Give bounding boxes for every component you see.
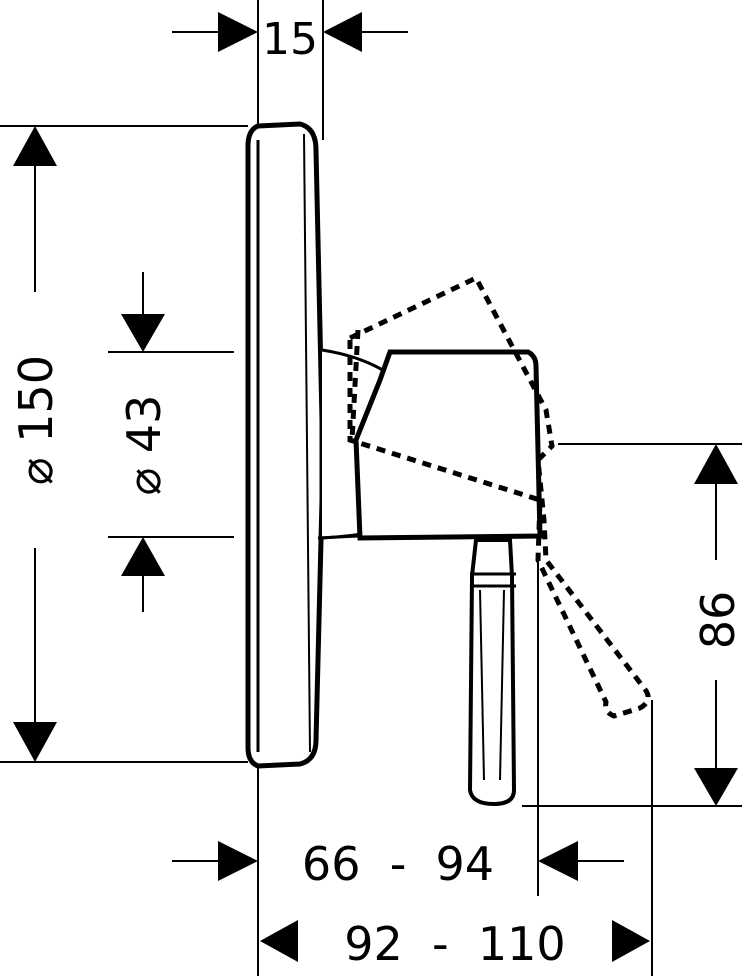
arrow-right-icon bbox=[218, 841, 258, 881]
dimension-label-86: 86 bbox=[691, 591, 742, 650]
arrow-right-icon bbox=[612, 920, 650, 962]
arrow-left-icon bbox=[538, 841, 578, 881]
arrow-right-icon bbox=[218, 12, 258, 52]
arrow-left-icon bbox=[323, 12, 362, 52]
dimension-label-15: 15 bbox=[262, 14, 318, 65]
valve-body bbox=[317, 348, 543, 541]
arrow-left-icon bbox=[260, 920, 298, 962]
lever-handle-rotated-dashed bbox=[347, 274, 651, 719]
dimension-projection-min: 66 - 94 bbox=[172, 560, 624, 976]
lever-handle bbox=[467, 538, 517, 807]
dimension-handle-height: 86 bbox=[522, 443, 742, 807]
arrow-down-icon bbox=[121, 314, 165, 352]
arrow-up-icon bbox=[121, 537, 165, 576]
dimension-projection-max: 92 - 110 bbox=[260, 700, 653, 976]
dimension-rosette-diameter: ⌀ 150 bbox=[0, 125, 248, 763]
arrow-up-icon bbox=[13, 126, 57, 166]
dimension-label-150: ⌀ 150 bbox=[9, 355, 63, 485]
arrow-down-icon bbox=[694, 768, 738, 806]
arrow-down-icon bbox=[13, 722, 57, 762]
dimension-label-92-110: 92 - 110 bbox=[344, 917, 565, 971]
arrow-up-icon bbox=[694, 444, 738, 484]
rosette-plate bbox=[245, 121, 325, 769]
dimension-body-diameter: ⌀ 43 bbox=[108, 272, 234, 612]
dimension-label-43: ⌀ 43 bbox=[117, 395, 171, 496]
dimension-plate-thickness: 15 bbox=[172, 0, 408, 140]
dimension-label-66-94: 66 - 94 bbox=[302, 837, 494, 891]
